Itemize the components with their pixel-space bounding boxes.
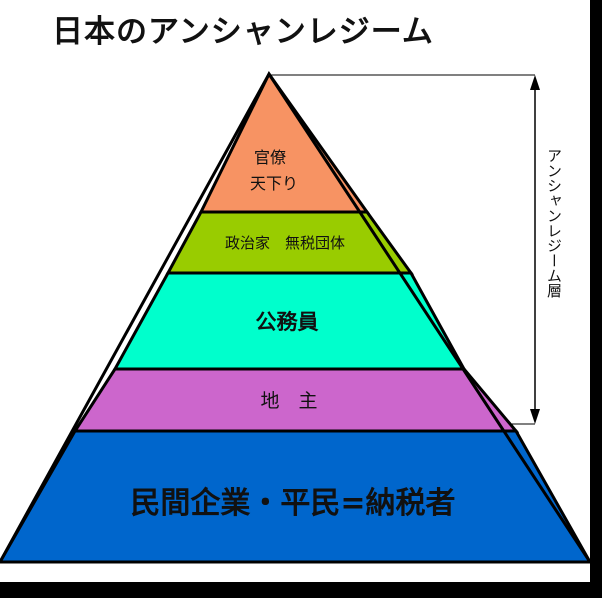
pyramid-diagram: 官僚 天下り 政治家 無税団体 公務員 地 主 民間企業・平民=納税者 <box>0 71 590 564</box>
range-arrow-top-head <box>530 75 540 90</box>
diagram-title: 日本のアンシャンレジーム <box>52 14 434 50</box>
layer-top-label-2: 天下り <box>250 174 298 193</box>
layer-landlords-label: 地 主 <box>260 390 317 412</box>
pyramid-outline <box>0 71 590 564</box>
range-arrow-bottom-head <box>530 409 540 424</box>
diagram-canvas: 日本のアンシャンレジーム 官僚 天下り 政治家 無税団体 公務員 地 主 民間企… <box>0 0 590 582</box>
layer-civil-servants-label: 公務員 <box>256 310 319 334</box>
layer-politicians-label: 政治家 無税団体 <box>225 234 345 252</box>
layer-base-label: 民間企業・平民=納税者 <box>130 486 455 521</box>
regime-range-label: アンシャンレジーム層 <box>545 148 563 298</box>
layer-top <box>198 71 370 214</box>
layer-top-label-1: 官僚 <box>254 148 286 167</box>
